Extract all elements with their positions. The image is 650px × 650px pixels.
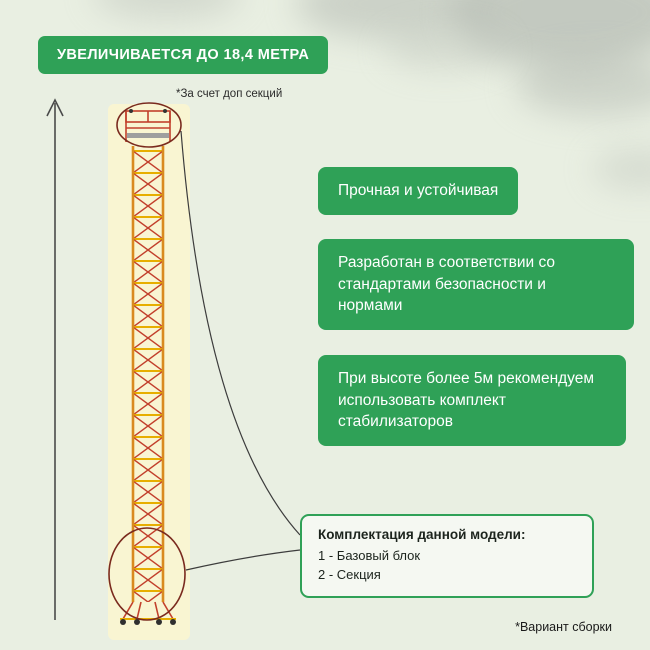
cloud-decoration [92, 0, 242, 20]
kit-title: Комплектация данной модели: [318, 527, 526, 542]
feature-card-stabilizers: При высоте более 5м рекомендуем использо… [318, 355, 626, 447]
headline-banner: УВЕЛИЧИВАЕТСЯ ДО 18,4 МЕТРА [38, 36, 329, 74]
up-arrow-icon [46, 98, 64, 620]
kit-card: Комплектация данной модели: 1 - Базовый … [300, 514, 594, 598]
feature-card-durability: Прочная и устойчивая [318, 167, 519, 215]
scaffold-tower-illustration [120, 109, 176, 625]
feature-card-standards: Разработан в соответствии со стандартами… [318, 239, 634, 331]
connector-bottom-line [185, 549, 301, 571]
top-section-circle [116, 102, 182, 148]
kit-item-section: 2 - Секция [318, 566, 381, 582]
cloud-decoration [515, 55, 650, 117]
connector-top-line [180, 130, 301, 536]
kit-item-base-block: 1 - Базовый блок [318, 548, 421, 563]
headline-footnote: *За счет доп секций [176, 88, 283, 100]
assembly-footnote: *Вариант сборки [515, 620, 612, 634]
cloud-decoration [385, 30, 505, 70]
base-block-circle [108, 527, 186, 621]
